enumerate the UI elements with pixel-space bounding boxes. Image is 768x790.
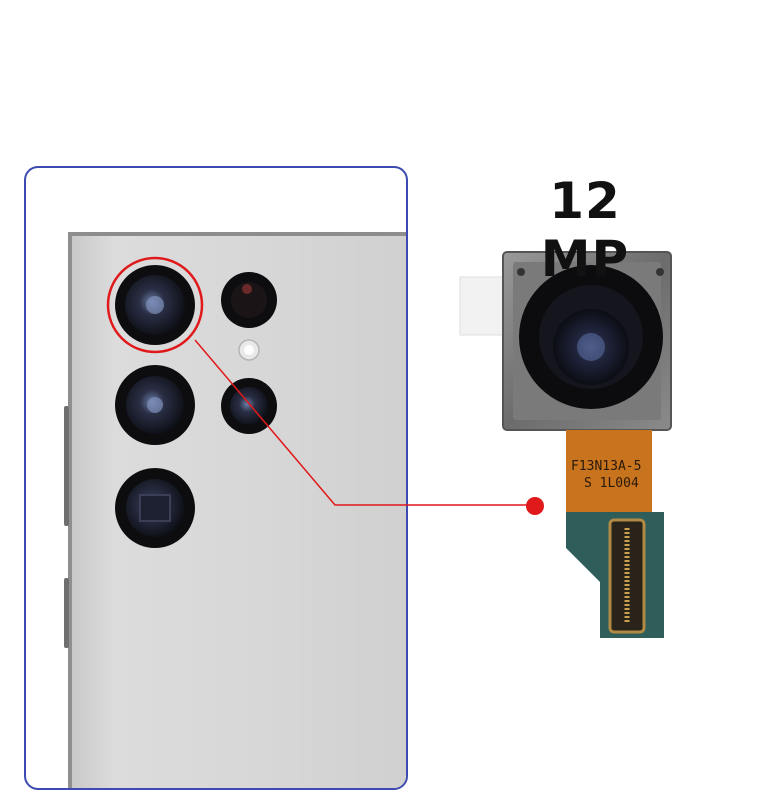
lens-2: [115, 365, 195, 445]
pointer-line: [194, 339, 535, 506]
side-button-lower: [64, 578, 69, 648]
lens-3-periscope: [115, 468, 195, 548]
megapixel-label: 12 MP: [540, 172, 630, 288]
illustration-layer: F13N13A-5 S 1L004: [106, 251, 672, 638]
pointer-dot: [526, 497, 544, 515]
module-part-number-line1: F13N13A-5: [571, 459, 641, 474]
flex-cable: [566, 430, 664, 638]
flash-icon: [238, 339, 260, 361]
sensor-lens-small: [221, 272, 277, 328]
main-lens-highlighted: [106, 256, 204, 354]
side-button-upper: [64, 406, 69, 526]
module-part-number-line2: S 1L004: [584, 476, 639, 491]
